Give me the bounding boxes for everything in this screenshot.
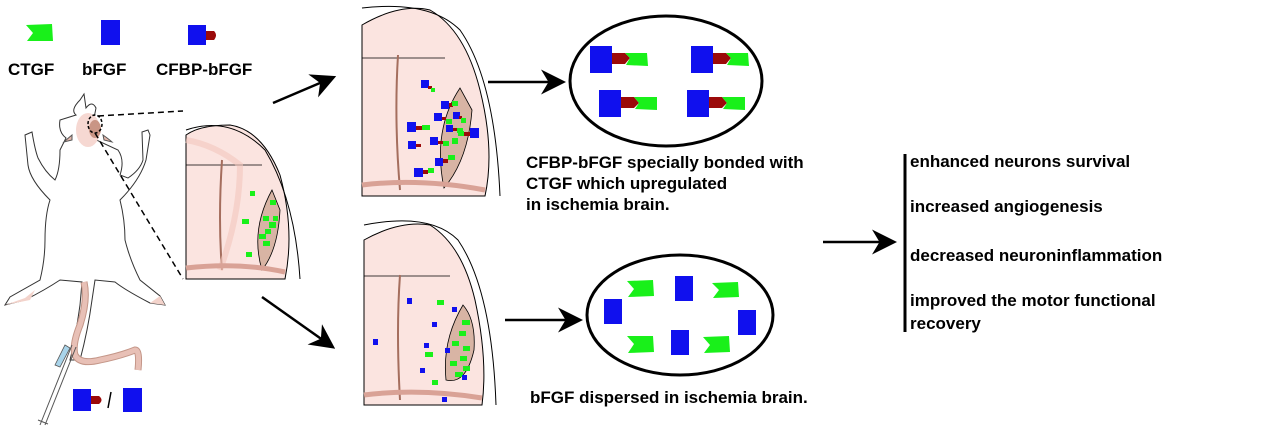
top-caption-line-3: in ischemia brain. xyxy=(526,195,670,214)
legend-label-bfgf: bFGF xyxy=(82,60,127,79)
outcome-item: increased angiogenesis xyxy=(910,197,1103,216)
bound-complex xyxy=(590,46,648,73)
zoom-indicator xyxy=(87,110,184,280)
separator-slash xyxy=(107,391,112,409)
brain-top xyxy=(361,5,501,197)
outcome-item: improved the motor functional xyxy=(910,291,1156,310)
dispersed-ellipse xyxy=(585,253,775,377)
brain-bottom xyxy=(363,220,497,406)
outcome-item: recovery xyxy=(910,314,981,333)
top-caption-line-1: CFBP-bFGF specially bonded with xyxy=(526,153,804,172)
bound-complex xyxy=(599,90,657,117)
brain-initial xyxy=(185,118,301,283)
rat-illustration xyxy=(3,92,166,371)
legend-label-ctgf: CTGF xyxy=(8,60,55,79)
injected-cfbp-bfgf-icon xyxy=(73,389,102,411)
dispersed-ctgf xyxy=(627,280,739,353)
arrow-to-top-branch xyxy=(272,74,337,105)
legend-bfgf-icon xyxy=(101,20,120,45)
injected-bfgf-icon xyxy=(123,388,142,412)
bound-complex-ellipse xyxy=(568,14,764,148)
injected-agents xyxy=(73,388,142,412)
brain-bottom-ctgf-dots xyxy=(425,300,470,385)
legend-ctgf-icon xyxy=(26,24,53,41)
bound-complex xyxy=(691,46,749,73)
brain-bottom-bfgf-dots xyxy=(373,298,467,402)
brain-initial-ctgf-dots xyxy=(242,191,278,257)
legend-cfbp-bfgf-icon xyxy=(188,25,216,45)
brain-top-complexes xyxy=(407,80,479,177)
bound-complex xyxy=(687,90,745,117)
arrow-to-bottom-branch xyxy=(261,295,336,349)
bottom-caption: bFGF dispersed in ischemia brain. xyxy=(530,388,808,407)
outcome-item: decreased neuroninflammation xyxy=(910,246,1163,265)
legend xyxy=(26,20,216,45)
legend-label-cfbp-bfgf: CFBP-bFGF xyxy=(156,60,253,79)
top-caption-line-2: CTGF which upregulated xyxy=(526,174,728,193)
outcome-item: enhanced neurons survival xyxy=(910,152,1131,171)
syringe-icon xyxy=(37,344,77,426)
dispersed-bfgf xyxy=(604,276,756,355)
